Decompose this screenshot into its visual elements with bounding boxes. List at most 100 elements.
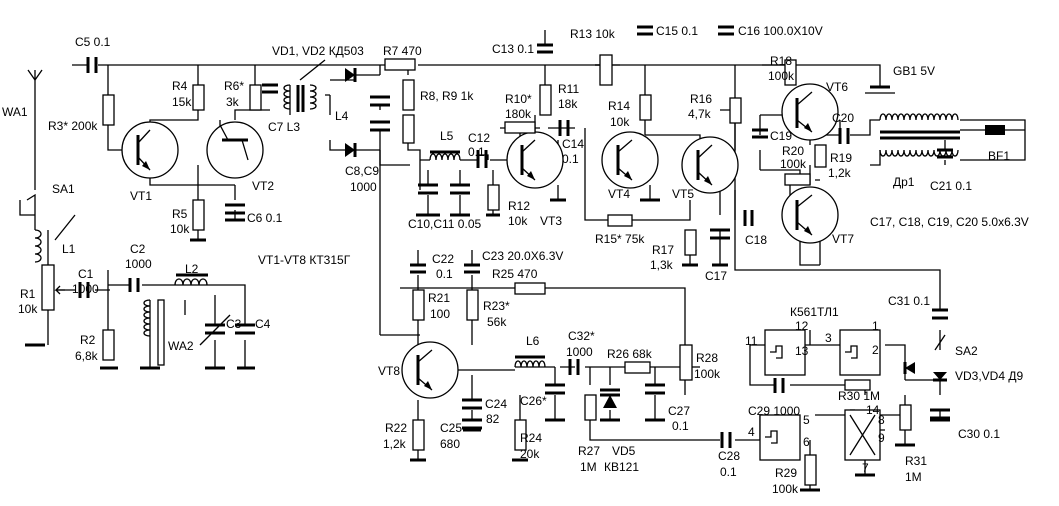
pin-14: 14 <box>866 403 880 417</box>
component-symbols <box>25 25 1005 492</box>
label-c8-c9-value: 1000 <box>350 180 377 194</box>
pin-13: 13 <box>795 344 809 358</box>
label-caps-note: C17, C18, C19, C20 5.0x6.3V <box>870 215 1029 229</box>
pin-8: 8 <box>878 413 885 427</box>
label-r21-value: 100 <box>430 307 450 321</box>
label-c6: C6 0.1 <box>247 211 283 225</box>
label-c4: C4 <box>255 317 271 331</box>
label-c20: C20 <box>832 111 854 125</box>
label-r29: R29 <box>775 466 797 480</box>
label-r10: R10* <box>505 92 532 106</box>
label-r17: R17 <box>652 243 674 257</box>
label-r19-value: 1,2k <box>828 166 852 180</box>
label-r18: R18 <box>770 54 792 68</box>
label-r11: R11 <box>558 82 579 96</box>
label-vd1-vd2: VD1, VD2 КД503 <box>272 44 364 58</box>
pin-2: 2 <box>872 343 879 357</box>
label-c31: C31 0.1 <box>888 294 930 308</box>
label-l5: L5 <box>440 129 454 143</box>
component-labels: WA1 SA1 L1 R1 10k C1 1000 R2 6,8k C2 100… <box>2 24 1029 496</box>
label-l1: L1 <box>62 242 76 256</box>
label-r17-value: 1,3k <box>650 258 674 272</box>
label-r28: R28 <box>696 351 718 365</box>
label-r22-value: 1,2k <box>383 437 407 451</box>
label-c10-c11: C10,C11 0.05 <box>408 217 481 231</box>
label-wa2: WA2 <box>168 339 194 353</box>
pin-7: 7 <box>862 461 869 475</box>
label-c25: C25 <box>440 421 462 435</box>
pin-9: 9 <box>878 431 885 445</box>
label-c12: C12 <box>468 131 490 145</box>
label-r11-value: 18k <box>558 97 578 111</box>
pin-6: 6 <box>803 435 810 449</box>
label-r27: R27 <box>578 444 600 458</box>
label-c22: C22 <box>432 252 454 266</box>
label-sa1: SA1 <box>52 182 75 196</box>
label-r6-value: 3k <box>226 95 240 109</box>
label-vt5: VT5 <box>672 187 694 201</box>
label-r23: R23* <box>483 299 510 313</box>
label-r31-value: 1M <box>905 470 922 484</box>
label-c26: C26* <box>520 394 547 408</box>
label-c13: C13 0.1 <box>492 42 534 56</box>
label-r27-value: 1M <box>580 460 597 474</box>
label-sa2: SA2 <box>955 344 978 358</box>
label-r30: R30 1M <box>838 389 880 403</box>
label-c27-value: 0.1 <box>672 419 689 433</box>
label-r16-value: 4,7k <box>688 107 712 121</box>
label-r2: R2 <box>80 333 96 347</box>
label-bf1: BF1 <box>988 149 1010 163</box>
label-c12-value: 0.1 <box>468 145 485 159</box>
label-r21: R21 <box>428 291 450 305</box>
label-c7-l3: C7 L3 <box>268 120 300 134</box>
label-c14-value: 0.1 <box>562 152 579 166</box>
label-r18-value: 100k <box>768 69 795 83</box>
pin-1: 1 <box>872 319 879 333</box>
label-transistors-note: VT1-VT8 КТ315Г <box>258 253 351 267</box>
label-r15: R15* 75k <box>595 232 645 246</box>
label-c32: C32* <box>568 329 595 343</box>
label-c27: C27 <box>668 404 690 418</box>
label-r24-value: 20k <box>520 447 540 461</box>
label-r26: R26 68k <box>607 347 653 361</box>
label-r5: R5 <box>172 207 188 221</box>
label-c14: C14 <box>562 137 584 151</box>
label-vd3-vd4: VD3,VD4 Д9 <box>955 369 1023 383</box>
label-c30: C30 0.1 <box>958 427 1000 441</box>
label-c16: C16 100.0X10V <box>738 24 823 38</box>
label-r2-value: 6,8k <box>75 349 99 363</box>
label-vt8: VT8 <box>378 364 400 378</box>
label-vd5-value: КВ121 <box>604 460 639 474</box>
label-r23-value: 56k <box>487 315 507 329</box>
label-r20: R20 <box>782 144 804 158</box>
label-r4-value: 15k <box>172 95 192 109</box>
label-r12-value: 10k <box>508 214 528 228</box>
pin-12: 12 <box>795 319 809 333</box>
label-l4: L4 <box>335 109 349 123</box>
label-c2: C2 <box>130 242 146 256</box>
label-c15: C15 0.1 <box>656 24 698 38</box>
label-c32-value: 1000 <box>566 345 593 359</box>
label-gb1: GB1 5V <box>893 64 935 78</box>
label-r10-value: 180k <box>505 107 532 121</box>
label-c29: C29 1000 <box>748 404 800 418</box>
label-r8-r9: R8, R9 1k <box>420 89 474 103</box>
label-r5-value: 10k <box>170 222 190 236</box>
label-r1-value: 10k <box>18 302 38 316</box>
label-vt2: VT2 <box>252 179 274 193</box>
label-r29-value: 100k <box>772 482 799 496</box>
label-r16: R16 <box>690 92 712 106</box>
label-l2: L2 <box>185 262 199 276</box>
label-r6: R6* <box>224 79 244 93</box>
label-r14: R14 <box>608 99 630 113</box>
label-r1: R1 <box>20 287 36 301</box>
label-r13: R13 10k <box>570 27 616 41</box>
label-c1: C1 <box>78 267 94 281</box>
label-vt6: VT6 <box>826 80 848 94</box>
label-r31: R31 <box>905 454 927 468</box>
label-c23: C23 20.0X6.3V <box>482 249 563 263</box>
label-c1-value: 1000 <box>72 282 99 296</box>
label-r25: R25 470 <box>492 267 538 281</box>
label-r20-value: 100k <box>780 157 807 171</box>
